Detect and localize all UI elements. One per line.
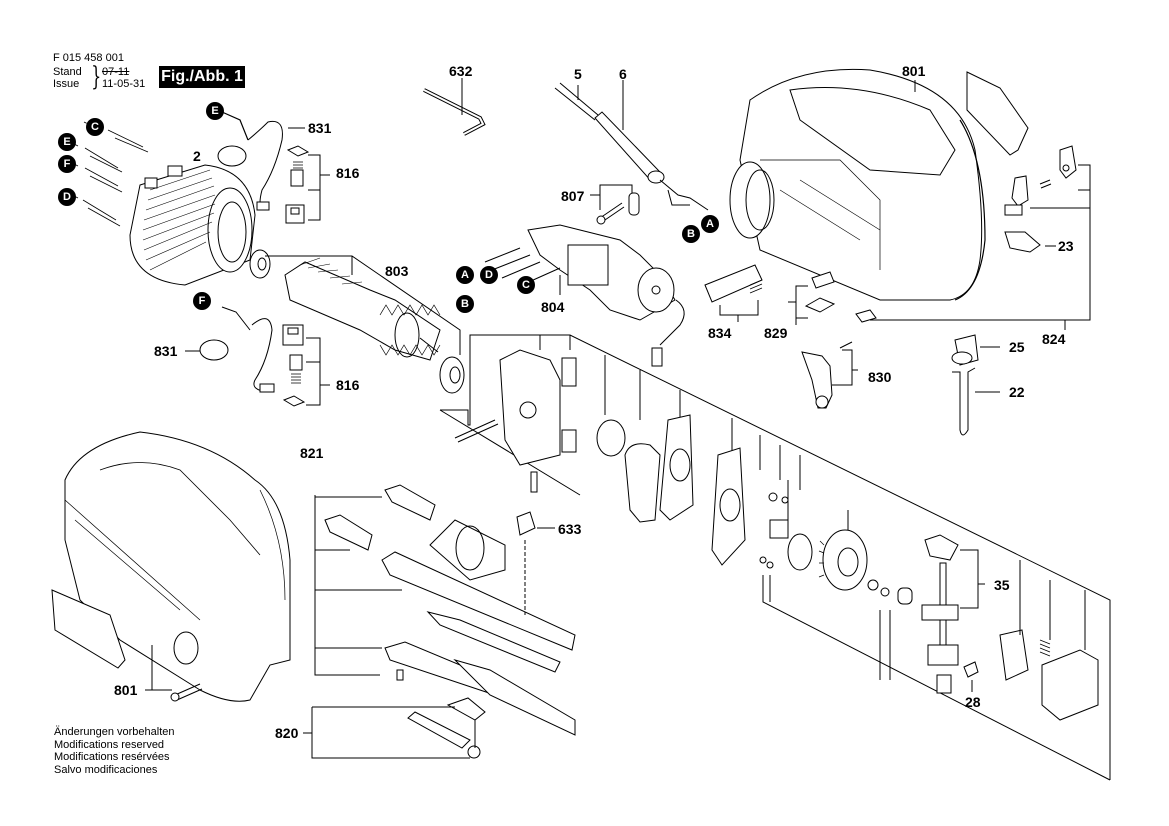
notice-spanish: Salvo modificaciones	[54, 763, 158, 776]
callout-831-bottom: 831	[154, 343, 178, 359]
connector-marker-d-switch: D	[480, 266, 498, 284]
callout-831-top: 831	[308, 120, 332, 136]
callout-25: 25	[1009, 339, 1025, 355]
armature-part	[284, 257, 441, 361]
connector-marker-a-rod: A	[701, 215, 719, 233]
callout-821: 821	[300, 445, 324, 461]
support-roller-parts	[999, 560, 1099, 721]
callout-804: 804	[541, 299, 565, 315]
brace-glyph: }	[91, 62, 102, 92]
callout-633: 633	[558, 521, 582, 537]
issue-label: Issue	[53, 78, 80, 90]
connector-marker-e-top: E	[206, 102, 224, 120]
connector-marker-d-left: D	[58, 188, 76, 206]
carbon-brush-set-bottom	[282, 324, 330, 407]
callout-801-top: 801	[902, 63, 926, 79]
knob-part-25	[951, 334, 1000, 366]
housing-half-part	[729, 68, 986, 301]
callout-28: 28	[965, 694, 981, 710]
gear-drive-parts	[759, 480, 1111, 781]
callout-632: 632	[449, 63, 473, 79]
plunger-rod-part	[554, 80, 709, 211]
document-part-number: F 015 458 001	[53, 52, 124, 64]
callout-829: 829	[764, 325, 788, 341]
guide-plates	[624, 414, 746, 566]
clamp-parts-820	[303, 697, 486, 759]
arm-part-830	[801, 341, 858, 409]
slide-part-834	[704, 264, 763, 322]
gear-housing-bracket	[439, 334, 1111, 780]
hex-key-part	[423, 78, 486, 136]
connector-marker-b-switch: B	[456, 295, 474, 313]
callout-820: 820	[275, 725, 299, 741]
bracket-803	[265, 255, 461, 355]
connector-marker-f-bottom: F	[193, 292, 211, 310]
callout-5: 5	[574, 66, 582, 82]
connector-marker-e-left: E	[58, 133, 76, 151]
callout-2: 2	[193, 148, 201, 164]
callout-22: 22	[1009, 384, 1025, 400]
switch-part	[484, 224, 685, 367]
motor-bracket-part	[454, 349, 577, 493]
callout-816-bottom: 816	[336, 377, 360, 393]
issue-date: 11-05-31	[102, 78, 146, 90]
modifications-notice: Änderungen vorbehalten Modifications res…	[54, 726, 174, 776]
connector-marker-f-left: F	[58, 155, 76, 173]
callout-834: 834	[708, 325, 732, 341]
notice-french: Modifications resérvées	[54, 751, 170, 763]
brush-holder-bottom	[185, 306, 275, 393]
notice-german: Änderungen vorbehalten	[54, 726, 175, 738]
plunger-assembly-35	[921, 534, 985, 694]
callout-801-bottom: 801	[114, 682, 138, 698]
connector-marker-b-rod: B	[682, 225, 700, 243]
lever-part-23	[1004, 231, 1056, 253]
callout-803: 803	[385, 263, 409, 279]
pivot-parts-824	[855, 145, 1091, 330]
callout-807: 807	[561, 188, 585, 204]
callout-6: 6	[619, 66, 627, 82]
label-plate-top	[966, 71, 1029, 156]
carbon-brush-set-top	[285, 145, 330, 224]
callout-830: 830	[868, 369, 892, 385]
callout-23: 23	[1058, 238, 1074, 254]
connector-marker-a-switch: A	[456, 266, 474, 284]
armature-bearing	[439, 356, 465, 394]
callout-816-top: 816	[336, 165, 360, 181]
stand-date: 07-11	[102, 66, 130, 78]
connector-marker-c-left: C	[86, 118, 104, 136]
field-stator-part	[129, 164, 256, 286]
foot-plate-assembly-821	[314, 484, 576, 736]
notice-english: Modifications reserved	[54, 738, 165, 751]
brush-holder-top	[217, 111, 305, 211]
figure-label: Fig./Abb. 1	[159, 66, 245, 88]
callout-824: 824	[1042, 331, 1066, 347]
stand-label: Stand	[53, 66, 82, 78]
housing-shell-part	[51, 431, 291, 702]
callout-35: 35	[994, 577, 1010, 593]
screw-clip-807	[590, 184, 640, 225]
connector-marker-c-switch: C	[517, 276, 535, 294]
motor-bearing	[249, 249, 271, 279]
gasket-disc	[596, 419, 626, 457]
terminal-leads	[69, 121, 149, 227]
spring-clip-part-22	[952, 367, 1000, 436]
knob-part-633	[516, 511, 555, 615]
nut-part-829	[788, 271, 836, 325]
